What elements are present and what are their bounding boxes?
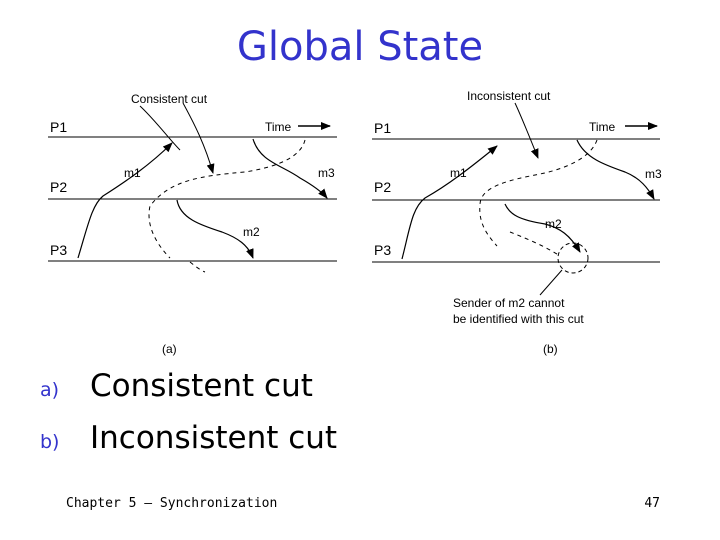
bullet-text: Inconsistent cut — [90, 420, 338, 456]
panel-b: Inconsistent cut Time P1 P2 P3 m1 m2 m3 … — [372, 89, 662, 356]
cut-pointer-1-a — [139, 105, 181, 151]
note-line-2: be identified with this cut — [453, 312, 584, 326]
message-m3-b — [576, 139, 655, 200]
message-m2-b — [504, 203, 581, 253]
note-pointer — [539, 269, 563, 296]
highlight-circle — [557, 242, 589, 274]
process-label-p2-a: P2 — [50, 179, 67, 195]
caption-b: (b) — [543, 342, 558, 356]
message-label-m1-b: m1 — [450, 166, 467, 180]
slide-title: Global State — [236, 24, 484, 70]
caption-a: (a) — [162, 342, 177, 356]
bullet-item: a) Consistent cut — [40, 368, 337, 420]
message-label-m1-a: m1 — [124, 166, 141, 180]
time-label-a: Time — [265, 120, 292, 134]
cut-label-b: Inconsistent cut — [467, 89, 551, 103]
process-label-p3-b: P3 — [374, 242, 391, 258]
panel-a: Consistent cut Time P1 P2 P3 m1 m2 m3 (a… — [48, 92, 337, 356]
process-label-p1-b: P1 — [374, 120, 391, 136]
message-label-m3-b: m3 — [645, 167, 662, 181]
message-label-m2-a: m2 — [243, 225, 260, 239]
process-label-p3-a: P3 — [50, 242, 67, 258]
cut-pointer-2-a — [182, 102, 215, 174]
message-m2-a — [176, 199, 254, 259]
message-label-m3-a: m3 — [318, 166, 335, 180]
message-m1-a — [77, 142, 173, 259]
bullet-marker: a) — [40, 379, 60, 401]
cut-pointer-b — [514, 102, 539, 159]
bullet-text: Consistent cut — [90, 368, 313, 404]
consistent-cut-line — [148, 139, 306, 273]
cut-label-a: Consistent cut — [131, 92, 208, 106]
message-label-m2-b: m2 — [545, 217, 562, 231]
bullet-list: a) Consistent cut b) Inconsistent cut — [40, 368, 337, 472]
note-line-1: Sender of m2 cannot — [453, 296, 565, 310]
slide-footer: Chapter 5 — Synchronization — [66, 496, 278, 511]
bullet-marker: b) — [40, 431, 60, 453]
inconsistent-cut-line — [479, 139, 598, 257]
message-m1-b — [401, 145, 498, 260]
process-label-p1-a: P1 — [50, 119, 67, 135]
process-label-p2-b: P2 — [374, 179, 391, 195]
message-m3-a — [252, 138, 328, 199]
bullet-item: b) Inconsistent cut — [40, 420, 337, 472]
time-label-b: Time — [589, 120, 616, 134]
page-number: 47 — [644, 496, 660, 511]
